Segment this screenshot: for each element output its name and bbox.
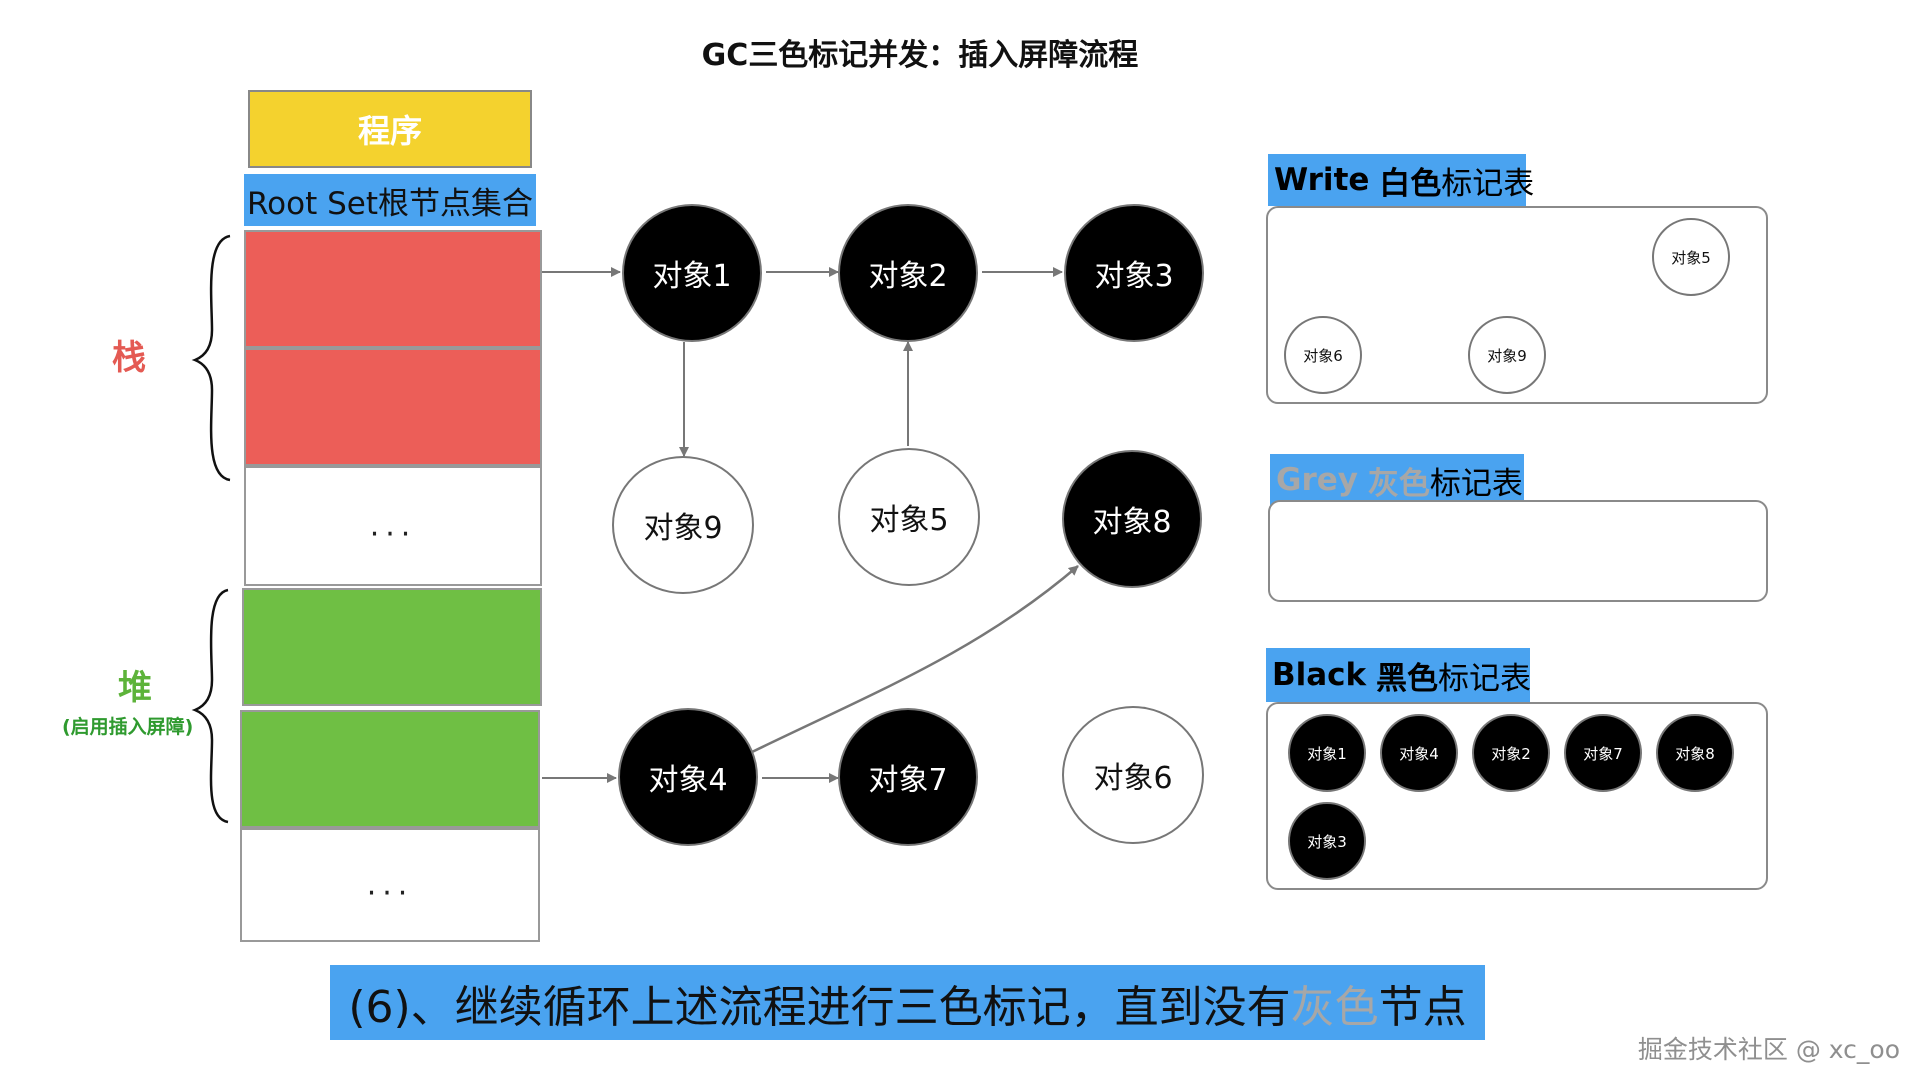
node-obj1: 对象1 (622, 204, 762, 342)
white-table-label-suffix: 标记表 (1441, 165, 1535, 202)
caption-suffix: 节点 (1378, 981, 1467, 1033)
black-table-item: 对象3 (1288, 802, 1366, 880)
white-table-label-color: 白色 (1379, 165, 1442, 202)
ellipsis: ... (366, 867, 414, 903)
heap-cell-2 (240, 710, 540, 828)
node-obj7: 对象7 (838, 708, 978, 846)
caption-prefix: (6)、继续循环上述流程进行三色标记，直到没有 (348, 981, 1291, 1033)
heap-cell-1 (242, 588, 542, 706)
node-obj4: 对象4 (618, 708, 758, 846)
rootset-label: Root Set根节点集合 (244, 174, 536, 226)
node-obj5: 对象5 (838, 448, 980, 586)
black-table-item: 对象1 (1288, 714, 1366, 792)
black-table-header: Black 黑色标记表 (1266, 648, 1532, 702)
black-table-label-color: 黑色 (1376, 660, 1439, 697)
stack-label: 栈 (112, 338, 146, 378)
stack-cell-ellipsis: ... (244, 466, 542, 586)
black-table-label-suffix: 标记表 (1438, 660, 1532, 697)
white-table-item: 对象6 (1284, 316, 1362, 394)
grey-table-label-suffix: 标记表 (1429, 465, 1523, 502)
black-table-item: 对象2 (1472, 714, 1550, 792)
program-box: 程序 (248, 90, 532, 168)
step-caption: (6)、继续循环上述流程进行三色标记，直到没有灰色节点 (330, 965, 1485, 1040)
black-table-label-en: Black (1272, 657, 1367, 693)
stack-cell-1 (244, 230, 542, 348)
node-obj3: 对象3 (1064, 204, 1204, 342)
ellipsis: ... (369, 508, 417, 544)
black-table-item: 对象4 (1380, 714, 1458, 792)
node-obj2: 对象2 (838, 204, 978, 342)
grey-table-label-en: Grey (1276, 462, 1358, 498)
white-table-item: 对象9 (1468, 316, 1546, 394)
white-table-item: 对象5 (1652, 218, 1730, 296)
heap-label: 堆 (118, 668, 152, 708)
diagram-title: GC三色标记并发：插入屏障流程 (701, 38, 1139, 73)
white-table-header: Write 白色标记表 (1268, 154, 1534, 206)
heap-brace (191, 588, 229, 824)
black-table-item: 对象8 (1656, 714, 1734, 792)
node-obj9: 对象9 (612, 456, 754, 594)
stack-brace (191, 234, 231, 482)
node-obj8: 对象8 (1062, 450, 1202, 588)
node-obj6: 对象6 (1062, 706, 1204, 844)
grey-table-header: Grey 灰色标记表 (1270, 454, 1524, 506)
grey-table-box (1268, 500, 1768, 602)
black-table-item: 对象7 (1564, 714, 1642, 792)
stack-cell-2 (244, 348, 542, 466)
heap-note: (启用插入屏障) (62, 716, 194, 738)
arrow-obj4-to-obj8 (751, 565, 1079, 754)
heap-cell-ellipsis: ... (240, 828, 540, 942)
grey-table-label-color: 灰色 (1367, 465, 1430, 502)
watermark: 掘金技术社区 @ xc_oo (1637, 1035, 1900, 1064)
white-table-label-en: Write (1274, 162, 1370, 198)
caption-highlight: 灰色 (1290, 981, 1379, 1033)
